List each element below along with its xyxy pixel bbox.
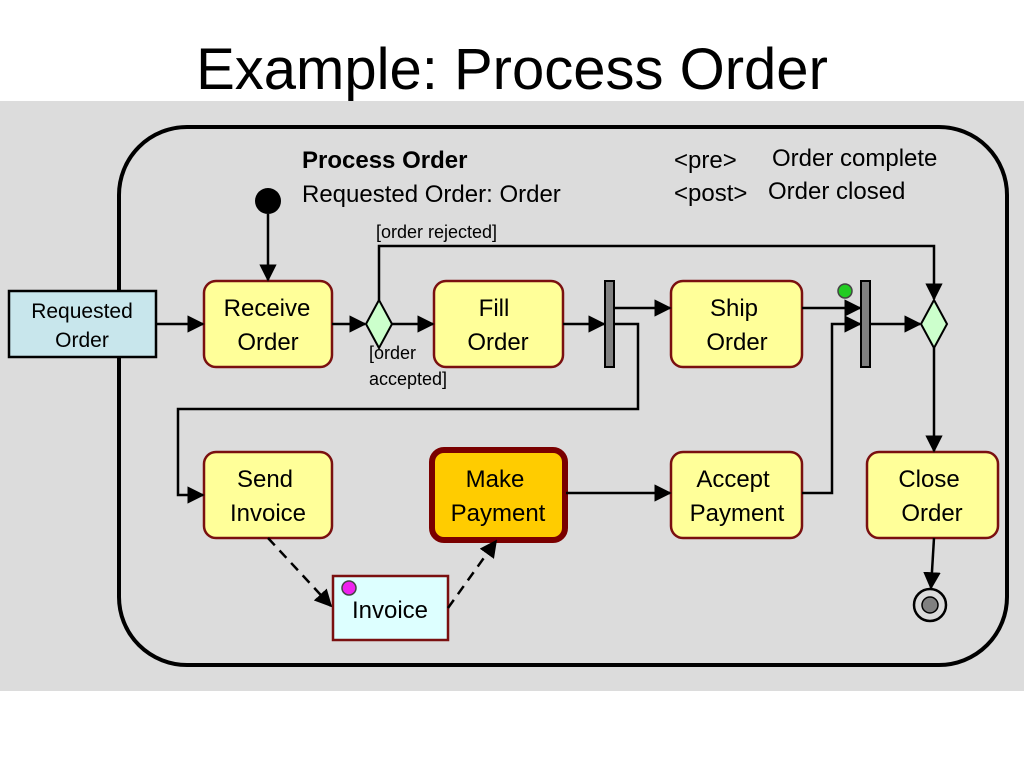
action-label: Order [467, 329, 528, 356]
action-label: Order [237, 329, 298, 356]
slide-title: Example: Process Order [196, 37, 828, 102]
pre-condition: Order complete [772, 145, 937, 172]
action-label: Order [901, 500, 962, 527]
fork-bar [604, 280, 615, 368]
action-label: Invoice [230, 500, 306, 527]
action-fill-order: Fill Order [432, 279, 565, 369]
input-parameter-label: Requested [31, 300, 133, 323]
activity-frame [117, 125, 1009, 667]
guard-order-accepted: accepted] [369, 369, 447, 389]
activity-name: Process Order [302, 147, 467, 174]
post-condition: Order closed [768, 178, 905, 205]
object-flow-send-to-invoice [267, 537, 333, 608]
object-node-label: Invoice [352, 597, 428, 624]
action-close-order: Close Order [865, 450, 1000, 540]
action-label: Payment [451, 500, 546, 527]
action-label: Fill [479, 295, 510, 322]
action-label: Accept [696, 466, 770, 493]
action-label: Make [466, 466, 525, 493]
action-label: Close [898, 466, 959, 493]
object-flow-invoice-to-make [446, 539, 498, 609]
flow-accept-to-join [802, 315, 862, 495]
flow-rejected [377, 244, 943, 301]
magenta-pin [341, 580, 357, 596]
merge-node [919, 297, 949, 351]
action-label: Payment [690, 500, 785, 527]
initial-node [255, 188, 281, 214]
input-parameter-node [7, 289, 158, 359]
action-ship-order: Ship Order [669, 279, 804, 369]
action-label: Send [237, 466, 293, 493]
guard-order-accepted: [order [369, 343, 416, 363]
activity-parameter: Requested Order: Order [302, 181, 561, 208]
flow-fork-to-send-invoice [176, 322, 640, 504]
input-parameter-label: Order [55, 329, 109, 352]
pre-keyword: <pre> [674, 147, 737, 174]
action-label: Ship [710, 295, 758, 322]
activity-final-node-core [921, 596, 939, 614]
action-label: Order [706, 329, 767, 356]
action-send-invoice: Send Invoice [202, 450, 334, 540]
green-pin [837, 283, 853, 299]
diagram-background [0, 101, 1024, 691]
action-label: Receive [224, 295, 311, 322]
join-bar [860, 280, 871, 368]
flow-close-to-final [923, 537, 941, 590]
post-keyword: <post> [674, 180, 747, 207]
action-accept-payment: Accept Payment [669, 450, 804, 540]
action-make-payment: Make Payment [429, 447, 568, 543]
decision-node [364, 297, 394, 351]
guard-order-rejected: [order rejected] [376, 222, 497, 242]
action-receive-order: Receive Order [202, 279, 334, 369]
